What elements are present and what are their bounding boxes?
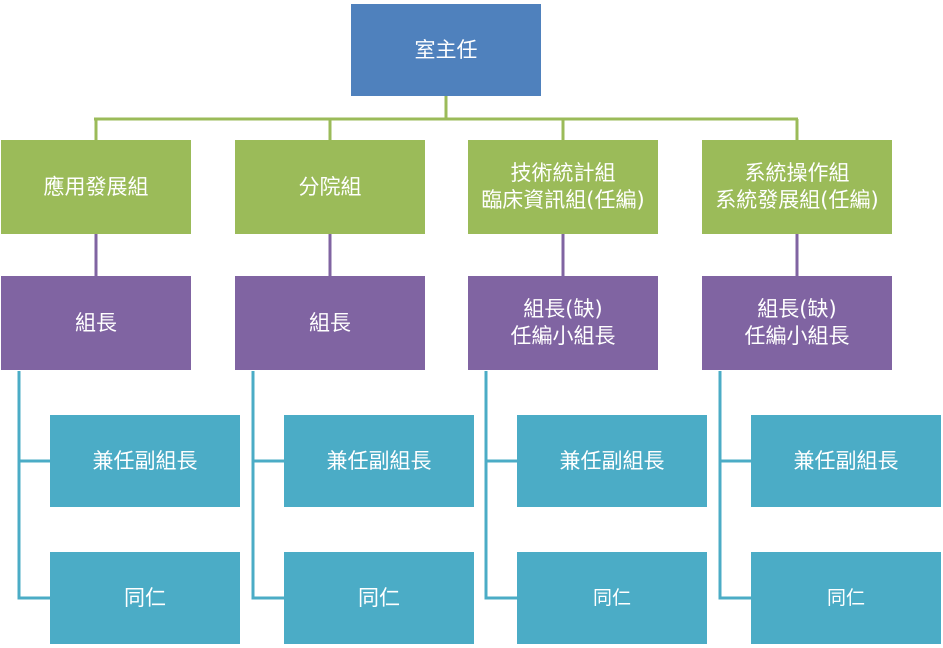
group-node-branch: 分院組: [235, 140, 425, 234]
group-node-tech-stats: 技術統計組 臨床資訊組(任編): [468, 140, 658, 234]
group-label: 應用發展組: [43, 174, 149, 199]
staff-node-app-dev: 同仁: [50, 552, 240, 644]
leader-label-line-2: 任編小組長: [510, 324, 616, 348]
staff-node-sys-ops: 同仁: [751, 552, 941, 644]
group-label-line-2: 系統發展組(任編): [715, 188, 879, 212]
leader-node-branch: 組長: [235, 276, 425, 370]
root-node: 室主任: [351, 4, 541, 96]
group-node-app-dev: 應用發展組: [1, 140, 191, 234]
leader-node-tech-stats: 組長(缺) 任編小組長: [468, 276, 658, 370]
deputy-node-tech-stats: 兼任副組長: [517, 415, 707, 507]
deputy-node-branch: 兼任副組長: [284, 415, 474, 507]
deputy-node-sys-ops: 兼任副組長: [751, 415, 941, 507]
staff-node-branch: 同仁: [284, 552, 474, 644]
deputy-label: 兼任副組長: [559, 448, 665, 473]
leader-label-line-1: 組長(缺): [523, 297, 603, 321]
group-label: 分院組: [298, 174, 362, 199]
staff-node-tech-stats: 同仁: [517, 552, 707, 644]
leader-label-line-1: 組長(缺): [757, 297, 837, 321]
leader-node-app-dev: 組長: [1, 276, 191, 370]
staff-label: 同仁: [592, 586, 631, 609]
deputy-label: 兼任副組長: [326, 448, 432, 473]
group-label-line-1: 系統操作組: [744, 161, 850, 185]
deputy-node-app-dev: 兼任副組長: [50, 415, 240, 507]
staff-label: 同仁: [124, 585, 166, 610]
group-label-line-2: 臨床資訊組(任編): [481, 188, 645, 212]
staff-label: 同仁: [826, 586, 865, 609]
deputy-label: 兼任副組長: [92, 448, 198, 473]
leader-label: 組長: [309, 310, 351, 335]
group-label-line-1: 技術統計組: [510, 161, 616, 185]
leader-node-sys-ops: 組長(缺) 任編小組長: [702, 276, 892, 370]
staff-label: 同仁: [358, 585, 400, 610]
deputy-label: 兼任副組長: [793, 448, 899, 473]
leader-label: 組長: [75, 310, 117, 335]
group-node-sys-ops: 系統操作組 系統發展組(任編): [702, 140, 892, 234]
leader-label-line-2: 任編小組長: [744, 324, 850, 348]
root-label: 室主任: [414, 37, 478, 62]
